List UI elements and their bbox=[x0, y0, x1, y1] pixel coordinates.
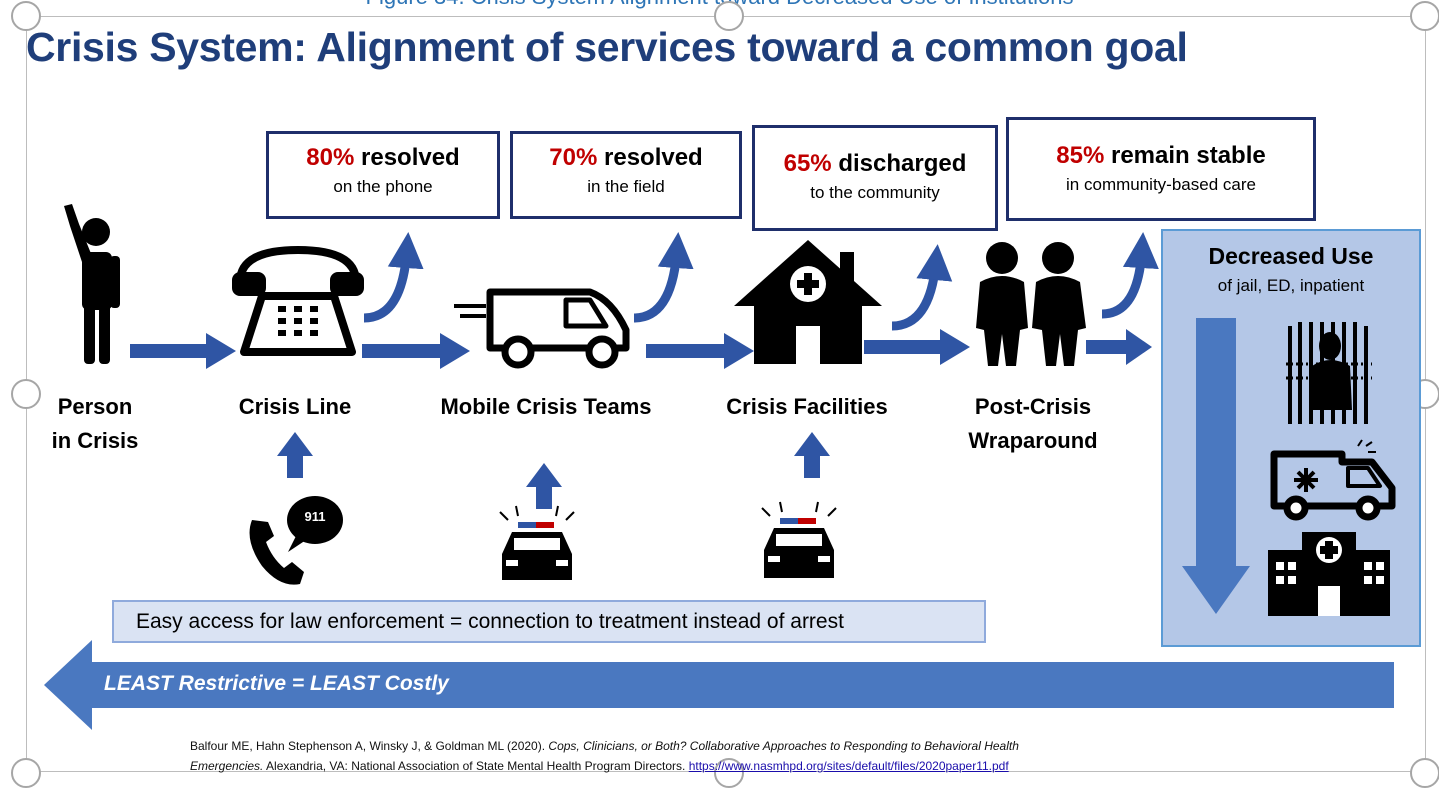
outcome-percent: 70% bbox=[549, 144, 598, 171]
stage-label-line1: Crisis Facilities bbox=[726, 394, 888, 419]
two-people-icon bbox=[976, 242, 1086, 366]
crisis-facility-house-icon bbox=[734, 240, 882, 364]
police-car-icon bbox=[499, 505, 575, 580]
curved-arrow-3 bbox=[891, 244, 953, 331]
citation-title: Cops, Clinicians, or Both? Collaborative… bbox=[548, 739, 1019, 753]
up-arrow-2 bbox=[526, 463, 562, 509]
citation-title-cont: Emergencies. bbox=[190, 759, 264, 773]
stage-label-line1: Crisis Line bbox=[238, 394, 352, 419]
outcome-percent: 85% bbox=[1056, 142, 1105, 169]
up-arrow-3 bbox=[794, 432, 830, 478]
resize-handle-top[interactable] bbox=[714, 1, 744, 31]
outcome-percent: 65% bbox=[783, 150, 832, 177]
curved-arrow-2 bbox=[633, 232, 694, 323]
least-restrictive-label: LEAST Restrictive = LEAST Costly bbox=[104, 672, 449, 695]
citation-publisher: Alexandria, VA: National Association of … bbox=[266, 759, 686, 773]
resize-handle-bottom[interactable] bbox=[714, 758, 744, 788]
citation-link[interactable]: https://www.nasmhpd.org/sites/default/fi… bbox=[688, 759, 1009, 773]
stage-crisis-facilities: Crisis Facilities bbox=[712, 390, 902, 424]
stage-label-line1: Post-Crisis bbox=[974, 394, 1092, 419]
stage-label-line2: in Crisis bbox=[51, 428, 139, 453]
diagram-title: Crisis System: Alignment of services tow… bbox=[26, 24, 1188, 70]
curved-arrow-1 bbox=[363, 232, 424, 323]
outcome-box-field: 70% resolved in the field bbox=[510, 131, 742, 219]
flow-arrow-4 bbox=[864, 329, 970, 365]
police-car-icon bbox=[761, 501, 837, 578]
telephone-icon bbox=[232, 246, 364, 356]
citation-authors: Balfour ME, Hahn Stephenson A, Winsky J,… bbox=[190, 739, 546, 753]
least-restrictive-arrow bbox=[44, 640, 1394, 730]
decreased-sub: of jail, ED, inpatient bbox=[1217, 276, 1365, 295]
outcome-sub: in the field bbox=[587, 177, 665, 196]
outcome-box-stable: 85% remain stable in community-based car… bbox=[1006, 117, 1316, 221]
flow-arrow-2 bbox=[362, 333, 470, 369]
stage-crisis-line: Crisis Line bbox=[220, 390, 370, 424]
flow-arrow-1 bbox=[130, 333, 236, 369]
outcome-label: remain stable bbox=[1110, 142, 1266, 169]
person-raised-hand-icon bbox=[64, 204, 120, 364]
stage-label-line1: Person bbox=[57, 394, 133, 419]
up-arrow-1 bbox=[277, 432, 313, 478]
911-label: 911 bbox=[304, 509, 326, 524]
van-icon bbox=[454, 288, 630, 369]
911-call-icon bbox=[249, 496, 343, 585]
down-arrow bbox=[1182, 318, 1250, 614]
ambulance-icon bbox=[1270, 439, 1396, 521]
resize-handle-bottom-right[interactable] bbox=[1410, 758, 1439, 788]
hospital-icon bbox=[1268, 532, 1390, 616]
citation: Balfour ME, Hahn Stephenson A, Winsky J,… bbox=[190, 736, 1019, 776]
stage-label-line1: Mobile Crisis Teams bbox=[440, 394, 652, 419]
stage-person-in-crisis: Person in Crisis bbox=[30, 390, 160, 458]
outcome-percent: 80% bbox=[306, 144, 355, 171]
stage-post-crisis-wraparound: Post-Crisis Wraparound bbox=[948, 390, 1118, 458]
outcome-sub: on the phone bbox=[333, 177, 433, 196]
outcome-sub: to the community bbox=[810, 183, 940, 202]
flow-arrow-5 bbox=[1086, 329, 1152, 365]
resize-handle-bottom-left[interactable] bbox=[11, 758, 41, 788]
outcome-sub: in community-based care bbox=[1066, 175, 1256, 194]
flow-arrow-3 bbox=[646, 333, 754, 369]
outcome-label: resolved bbox=[604, 144, 703, 171]
stage-label-line2: Wraparound bbox=[968, 428, 1098, 453]
law-enforcement-access-box: Easy access for law enforcement = connec… bbox=[112, 600, 986, 643]
outcome-label: resolved bbox=[361, 144, 460, 171]
jail-icon bbox=[1286, 322, 1372, 424]
curved-arrow-4 bbox=[1101, 232, 1159, 319]
outcome-label: discharged bbox=[838, 150, 967, 177]
resize-handle-top-left[interactable] bbox=[11, 1, 41, 31]
outcome-box-community: 65% discharged to the community bbox=[752, 125, 998, 231]
stage-mobile-crisis-teams: Mobile Crisis Teams bbox=[414, 390, 678, 424]
decreased-heading: Decreased Use bbox=[1208, 243, 1374, 269]
outcome-box-phone: 80% resolved on the phone bbox=[266, 131, 500, 219]
resize-handle-left[interactable] bbox=[11, 379, 41, 409]
